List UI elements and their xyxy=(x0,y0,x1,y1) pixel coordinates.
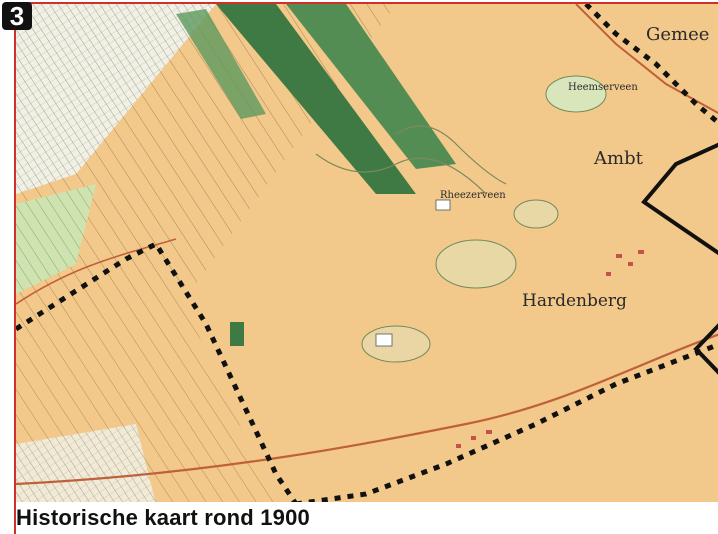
label-heemserveen: Heemserveen xyxy=(568,82,638,93)
forest-band-2 xyxy=(286,4,456,169)
boundary-east-lower xyxy=(693,323,718,375)
reclaimed-parcels xyxy=(16,4,216,194)
meadow-parcels-west xyxy=(16,184,96,294)
main-road xyxy=(16,333,718,486)
stream-1 xyxy=(395,125,507,185)
heath-area-4 xyxy=(513,199,559,229)
forest-band-1 xyxy=(216,4,416,194)
boundary-west xyxy=(16,240,298,502)
heath-area-3 xyxy=(545,75,607,113)
historic-map: Gemee Heemserveen Ambt Rheezerveen Harde… xyxy=(14,2,718,502)
forest-band-3 xyxy=(176,9,266,119)
caption-accent-bar xyxy=(14,502,16,534)
figure-number-badge: 3 xyxy=(2,2,32,30)
label-gemeente: Gemee xyxy=(646,24,709,45)
forest-patch xyxy=(230,322,244,346)
road-west xyxy=(16,238,177,305)
settlement-hardenberg xyxy=(606,250,644,276)
building-field xyxy=(375,333,393,347)
stream-2 xyxy=(315,153,487,195)
heath-area-2 xyxy=(361,325,431,363)
map-caption: Historische kaart rond 1900 xyxy=(16,505,310,530)
label-hardenberg: Hardenberg xyxy=(522,291,627,311)
label-ambt: Ambt xyxy=(593,148,644,169)
map-canvas: Gemee Heemserveen Ambt Rheezerveen Harde… xyxy=(16,4,718,502)
building-rheezerveen xyxy=(435,199,451,211)
boundary-east-upper xyxy=(641,142,718,256)
heath-area-1 xyxy=(435,239,517,289)
boundary-northeast xyxy=(584,4,718,126)
label-rheezerveen: Rheezerveen xyxy=(440,190,506,201)
settlement-south xyxy=(456,430,492,448)
